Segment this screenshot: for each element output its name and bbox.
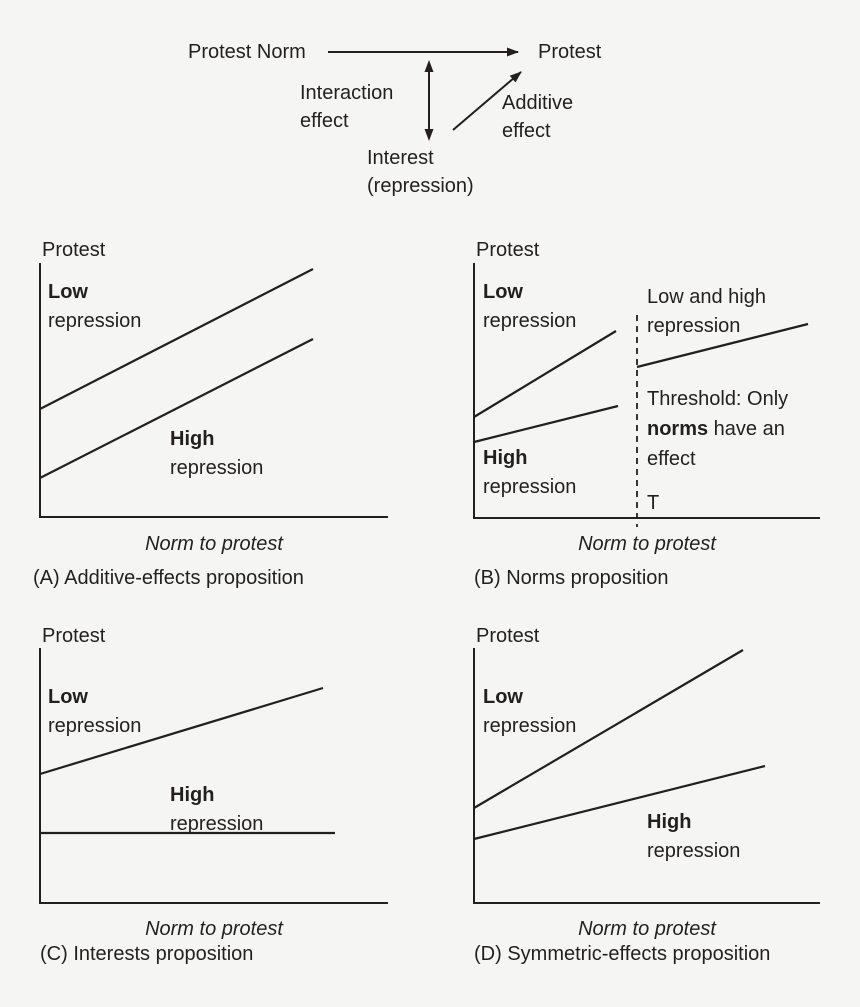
panel-d-low-repression-label: Low repression [483,683,576,741]
panel-b-caption: (B) Norms proposition [474,567,669,589]
panel-d-y-axis-label: Protest [476,625,540,647]
panel-b-threshold-bold: norms [647,418,709,440]
panel-b-axes [473,263,820,519]
panel-b-y-axis-label: Protest [476,239,540,261]
panel-d-low-bold: Low [483,686,523,708]
panel-d-high-repression-label: High repression [647,808,740,866]
panel-c-low-repression-line [39,686,324,776]
panel-b-high-repression-label: High repression [483,444,576,502]
panel-d-high-repression-line [473,764,766,841]
interest-line2: (repression) [367,175,474,197]
interest-line1: Interest [367,147,434,169]
additive-effect-line1: Additive [502,92,574,114]
panel-a-high-repression-line [39,338,314,479]
panel-b-threshold-note: Threshold: Only norms have an effect [647,384,788,474]
panel-b-x-axis-label: Norm to protest [578,533,716,555]
panel-c-high-rest: repression [170,813,264,835]
additive-effect-arrow [452,71,522,131]
protest-label: Protest [538,41,602,63]
additive-effect-line2: effect [502,120,551,142]
panel-d-caption: (D) Symmetric-effects proposition [474,943,771,965]
panel-a-caption: (A) Additive-effects proposition [33,567,304,589]
panel-b-high-bold: High [483,447,528,469]
panel-a-x-axis-label: Norm to protest [145,533,283,555]
panel-d-high-rest: repression [647,840,741,862]
panel-b-combined-line1: Low and high [647,286,766,308]
panel-b-low-bold: Low [483,281,523,303]
panel-b-threshold-line1: Threshold: Only [647,388,789,410]
protest-norm-label: Protest Norm [188,41,306,63]
panel-b-combined-line2: repression [647,315,741,337]
interest-repression-label: Interest (repression) [367,144,474,200]
interaction-effect-line1: Interaction [300,82,394,104]
panel-d-low-rest: repression [483,715,577,737]
panel-b-threshold-line3: effect [647,448,696,470]
panel-b-threshold-line2: norms have an [647,414,788,444]
panel-b-low-repression-label: Low repression [483,278,576,336]
panel-a-low-bold: Low [48,281,88,303]
panel-c-low-repression-label: Low repression [48,683,141,741]
panel-a-low-repression-label: Low repression [48,278,141,336]
panel-d-axes [473,648,820,904]
panel-a-axes [39,263,388,518]
panel-c-low-rest: repression [48,715,142,737]
panel-b-high-rest: repression [483,476,577,498]
panel-d-high-bold: High [647,811,692,833]
panel-c-axes [39,648,388,904]
panel-c-low-bold: Low [48,686,88,708]
panel-c-y-axis-label: Protest [42,625,106,647]
panel-b-low-repression-line [473,330,617,418]
panel-a-high-repression-label: High repression [170,425,263,483]
panel-b-threshold-t-label: T [647,492,660,514]
panel-a-high-rest: repression [170,457,264,479]
panel-a-y-axis-label: Protest [42,239,106,261]
panel-c-caption: (C) Interests proposition [40,943,254,965]
panel-c-x-axis-label: Norm to protest [145,918,283,940]
interaction-effect-line2: effect [300,110,349,132]
panel-b-combined-repression-line [636,322,809,369]
panel-a-low-repression-line [39,268,314,410]
panel-b-threshold-line2-rest: have an [708,418,785,440]
panel-d-low-repression-line [473,649,744,809]
panel-d-x-axis-label: Norm to protest [578,918,716,940]
additive-effect-label: Additive effect [502,89,573,145]
panel-a-low-rest: repression [48,310,142,332]
panel-c-high-bold: High [170,784,215,806]
interaction-effect-label: Interaction effect [300,79,393,135]
panel-c-high-repression-label: High repression [170,781,263,839]
panel-b-high-repression-line [473,404,619,444]
panel-a-high-bold: High [170,428,215,450]
panel-b-combined-label: Low and high repression [647,283,766,341]
panel-b-low-rest: repression [483,310,577,332]
